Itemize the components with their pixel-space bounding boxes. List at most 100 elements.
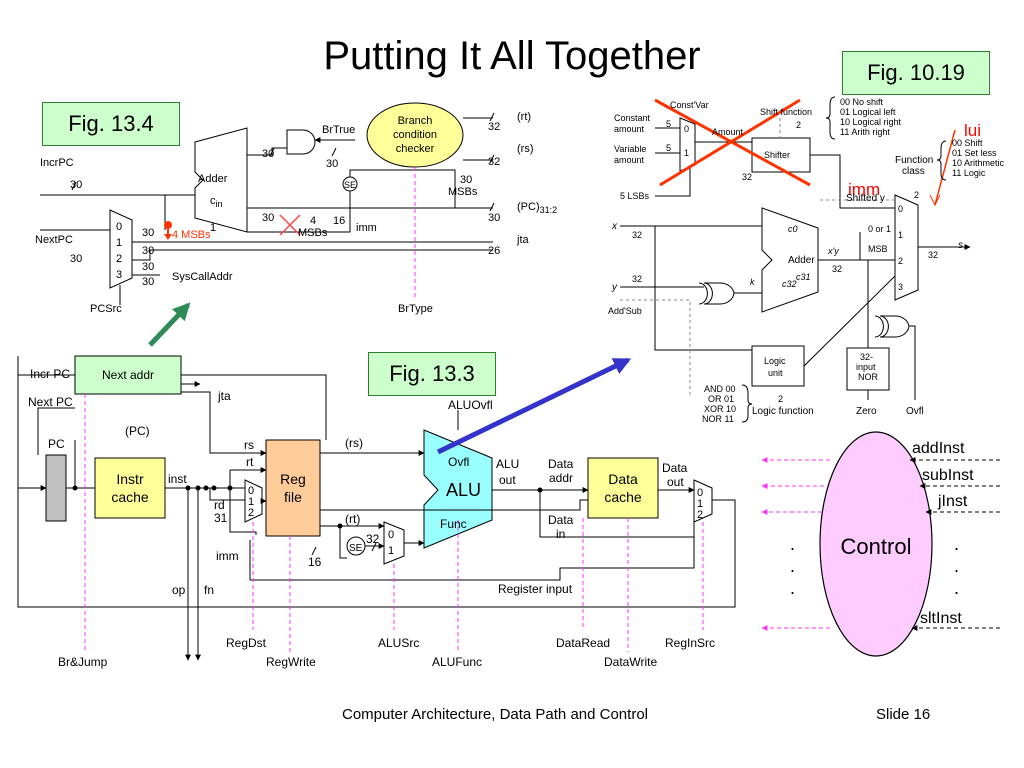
pcsrc-mux — [109, 209, 133, 289]
variable-amount-2: amount — [614, 155, 645, 165]
fig-13-4-label: Fig. 13.4 — [42, 102, 180, 146]
alu-adder-block — [761, 207, 819, 313]
w-mux1: 30 — [142, 245, 154, 257]
w-pc-adder: 30 — [262, 212, 274, 224]
brjump-label: Br&Jump — [58, 655, 108, 669]
logic-unit-2: unit — [768, 368, 783, 378]
lui-label: lui — [964, 121, 981, 140]
output-mux — [894, 194, 919, 301]
rs-field-label: rs — [244, 438, 254, 452]
alusrc-mux — [383, 521, 405, 565]
x-input-label: x — [611, 221, 618, 232]
reginsrc-mux-2: 2 — [697, 509, 703, 521]
alu-out-1: ALU — [496, 457, 519, 471]
subinst-label: subInst — [922, 467, 974, 484]
rd-field-label: rd — [214, 498, 225, 512]
reginsrc-mux-0: 0 — [697, 487, 703, 499]
nor32-3: NOR — [858, 372, 879, 382]
pcsrc-mux-0: 0 — [116, 221, 122, 233]
alu-adder-label: Adder — [788, 255, 815, 266]
instr-cache-box — [94, 457, 166, 519]
datawrite-label: DataWrite — [604, 655, 657, 669]
pcsrc-mux-3: 3 — [116, 269, 122, 281]
class-code-00: 00 Shift — [952, 138, 983, 148]
w-1: 1 — [210, 222, 216, 234]
instr-cache-2: cache — [111, 489, 149, 505]
logic-unit-block — [751, 345, 805, 387]
function-class-1: Function — [895, 155, 933, 166]
out-mux-3: 3 — [898, 282, 903, 292]
msb-label: MSB — [868, 244, 888, 254]
out-mux-2: 2 — [898, 256, 903, 266]
ovfl-label: Ovfl — [906, 406, 924, 417]
shift-code-00: 00 No shift — [840, 97, 884, 107]
aluovfl-label: ALUOvfl — [448, 398, 493, 412]
logic-code-and: AND 00 — [704, 384, 736, 394]
blue-arrow — [436, 357, 632, 455]
constant-amount-2: amount — [614, 124, 645, 134]
regdst-mux — [244, 479, 263, 523]
and-gate — [286, 129, 316, 155]
red-4-msbs-label: 4 MSBs — [172, 229, 211, 241]
w32-adder: 32 — [832, 264, 842, 274]
c0-label: c0 — [788, 224, 798, 234]
rt-label: (rt) — [517, 111, 531, 123]
w-mux2: 30 — [142, 261, 154, 273]
w-rs: 32 — [488, 156, 500, 168]
w16-datapath: 16 — [308, 555, 322, 569]
control-ellipse — [819, 431, 933, 657]
regwrite-label: RegWrite — [266, 655, 316, 669]
shift-code-11: 11 Arith right — [840, 127, 890, 137]
op-label: op — [172, 583, 186, 597]
pcsrc-mux-2: 2 — [116, 253, 122, 265]
footer-course: Computer Architecture, Data Path and Con… — [342, 706, 648, 723]
class-code-01: 01 Set less — [952, 148, 997, 158]
w-adder-in: 30 — [262, 148, 274, 160]
ovfl-xor-gate — [879, 315, 910, 338]
data-addr-1: Data — [548, 457, 574, 471]
logic-code-nor: NOR 11 — [702, 414, 734, 424]
fig-10-19-labels: Const'Var Shift function 00 No shift 01 … — [608, 97, 1005, 424]
msbs30-num: 30 — [460, 174, 472, 186]
brtrue-label: BrTrue — [322, 124, 355, 136]
w2-logic: 2 — [778, 394, 783, 404]
func-label: Func — [440, 517, 467, 531]
r31-label: 31 — [214, 511, 228, 525]
control-unit: Control addInst subInst jInst sltInst . … — [761, 431, 1000, 657]
addinst-label: addInst — [912, 440, 965, 457]
xy-label: x'y — [827, 246, 839, 256]
data-cache-2: cache — [604, 489, 642, 505]
incr-pc-label: Incr PC — [30, 367, 70, 381]
slide-title: Putting It All Together — [323, 34, 701, 78]
logic-code-xor: XOR 10 — [704, 404, 736, 414]
alu-label: ALU — [446, 480, 481, 500]
dot-r1: . — [954, 534, 959, 554]
c32-label: c32 — [782, 279, 797, 289]
w-imm: 16 — [333, 215, 345, 227]
logic-function-label: Logic function — [752, 406, 814, 417]
fig-10-19-alu — [620, 96, 971, 423]
w5-const: 5 — [666, 119, 671, 129]
regdst-mux-0: 0 — [248, 485, 254, 497]
green-arrow — [148, 302, 191, 347]
jta-label-datapath: jta — [217, 389, 231, 403]
lsbs-label: 5 LSBs — [620, 191, 650, 201]
msbs4-label: MSBs — [298, 227, 328, 239]
fn-label: fn — [204, 583, 214, 597]
se-datapath-label: SE — [349, 543, 363, 554]
fig-13-4-next-address-logic — [40, 102, 495, 305]
data-addr-2: addr — [549, 471, 573, 485]
w32-y: 32 — [632, 274, 642, 284]
register-input-label: Register input — [498, 582, 573, 596]
syscalladdr-label: SysCallAddr — [172, 271, 233, 283]
alusrc-mux-1: 1 — [388, 545, 394, 557]
pc-register — [45, 454, 67, 522]
function-class-2: class — [902, 166, 925, 177]
adder-block — [194, 127, 248, 233]
w-mux0: 30 — [142, 227, 154, 239]
reg-file-1: Reg — [280, 471, 306, 487]
control-label: Control — [841, 534, 912, 559]
constant-amount-1: Constant — [614, 113, 651, 123]
msbs30-label: MSBs — [448, 186, 478, 198]
